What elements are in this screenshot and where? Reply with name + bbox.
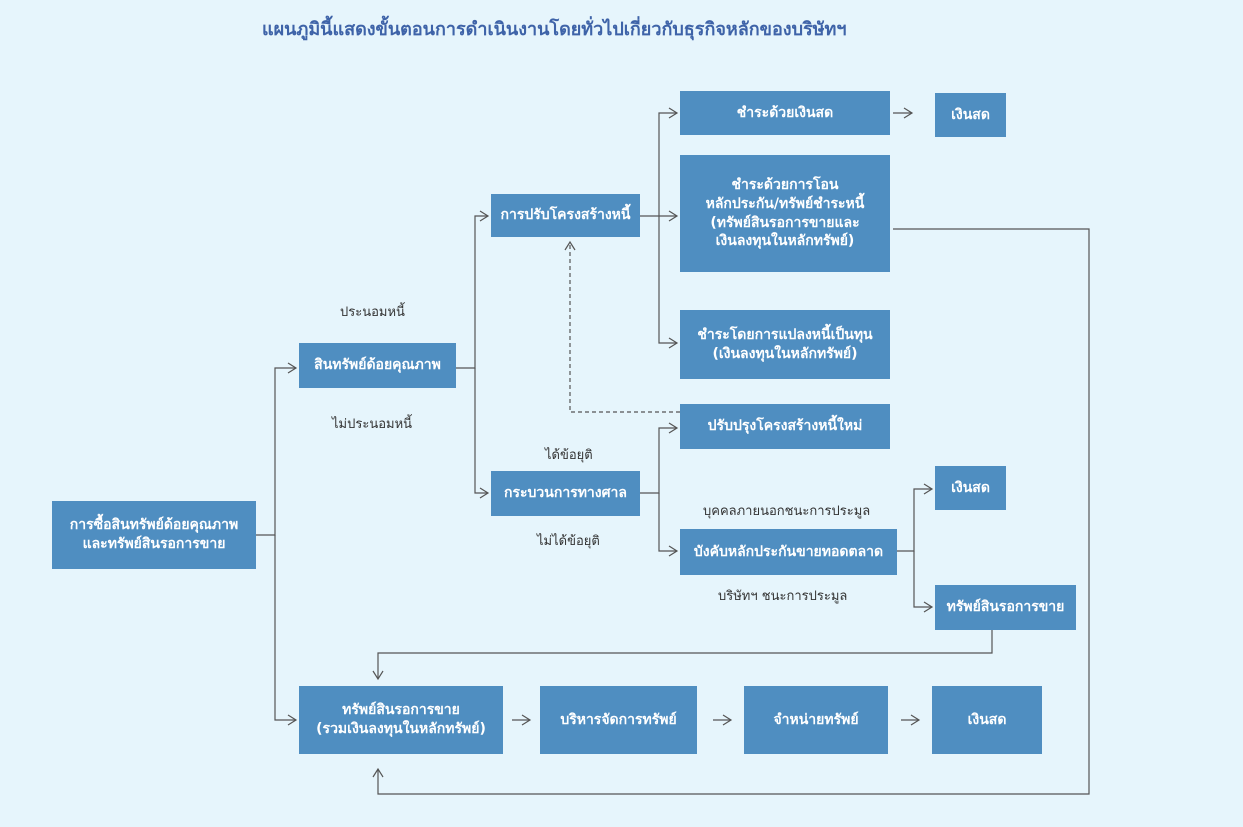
node-npl: สินทรัพย์ด้อยคุณภาพ	[299, 343, 456, 388]
node-cash-mid: เงินสด	[935, 466, 1006, 510]
node-manage: บริหารจัดการทรัพย์	[540, 686, 697, 754]
label-compromise: ประนอมหนี้	[340, 305, 405, 320]
label-outsider-wins: บุคคลภายนอกชนะการประมูล	[703, 504, 871, 519]
label-no-compromise: ไม่ประนอมหนี้	[332, 417, 413, 432]
label-settled: ได้ข้อยุติ	[545, 448, 593, 463]
node-npa: ทรัพย์สินรอการขาย(รวมเงินลงทุนในหลักทรัพ…	[299, 686, 503, 754]
node-cash-bottom: เงินสด	[932, 686, 1042, 754]
node-pay-transfer: ชำระด้วยการโอน หลักประกัน/ทรัพย์ชำระหนี้…	[680, 155, 890, 272]
node-npa-small: ทรัพย์สินรอการขาย	[935, 585, 1076, 630]
node-auction: บังคับหลักประกันขายทอดตลาด	[680, 529, 897, 575]
node-pay-convert: ชำระโดยการแปลงหนี้เป็นทุน(เงินลงทุนในหลั…	[680, 310, 890, 379]
node-pay-cash: ชำระด้วยเงินสด	[680, 91, 890, 135]
node-purchase: การซื้อสินทรัพย์ด้อยคุณภาพและทรัพย์สินรอ…	[52, 501, 256, 569]
node-cash-top: เงินสด	[935, 93, 1006, 137]
node-court: กระบวนการทางศาล	[491, 471, 640, 516]
label-company-wins: บริษัทฯ ชนะการประมูล	[718, 589, 848, 604]
label-not-settled: ไม่ได้ข้อยุติ	[537, 534, 600, 549]
node-sell: จำหน่ายทรัพย์	[744, 686, 888, 754]
diagram-title: แผนภูมินี้แสดงขั้นตอนการดำเนินงานโดยทั่ว…	[262, 19, 847, 40]
node-re-restructure: ปรับปรุงโครงสร้างหนี้ใหม่	[680, 404, 890, 449]
node-restructure: การปรับโครงสร้างหนี้	[491, 194, 640, 237]
